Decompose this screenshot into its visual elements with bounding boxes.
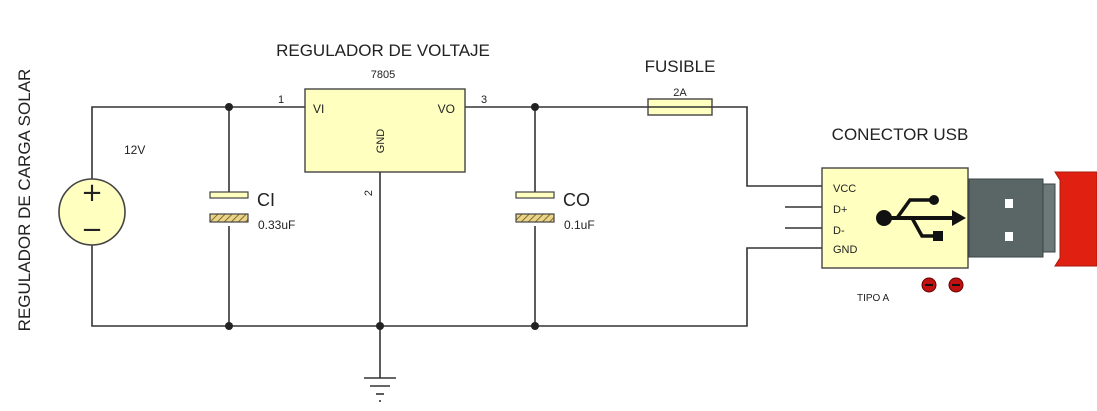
wires xyxy=(91,106,822,378)
fuse-title: FUSIBLE xyxy=(645,57,716,76)
usb-pin-vcc: VCC xyxy=(833,183,856,195)
usb-plug-body xyxy=(1054,171,1097,267)
source-voltage: 12V xyxy=(124,143,145,157)
usb-screw-icon xyxy=(921,277,964,293)
pin-number-2: 2 xyxy=(363,190,375,196)
dc-source: + − xyxy=(58,178,126,246)
side-title: REGULADOR DE CARGA SOLAR xyxy=(15,69,34,332)
regulator-pin-gnd: GND xyxy=(375,129,387,154)
regulator-title: REGULADOR DE VOLTAJE xyxy=(276,41,490,60)
regulator-pin-vo: VO xyxy=(438,102,455,116)
usb-plug-shell xyxy=(968,178,1056,258)
ground-icon xyxy=(364,377,396,402)
co-value: 0.1uF xyxy=(564,218,595,232)
usb-title: CONECTOR USB xyxy=(832,125,969,144)
source-minus: − xyxy=(81,215,103,245)
capacitor-co xyxy=(515,191,555,223)
capacitor-ci xyxy=(209,191,249,223)
usb-pin-dplus: D+ xyxy=(833,204,847,216)
junction-dots xyxy=(225,103,539,330)
usb-icon xyxy=(876,195,966,241)
pin-number-1: 1 xyxy=(278,94,284,106)
pin-number-3: 3 xyxy=(481,94,487,106)
source-plus: + xyxy=(81,178,103,208)
co-name: CO xyxy=(563,190,590,210)
usb-pin-dminus: D- xyxy=(833,225,845,237)
fuse-rating: 2A xyxy=(673,87,687,99)
ci-name: CI xyxy=(257,190,275,210)
regulator-part: 7805 xyxy=(371,69,395,81)
regulator-body xyxy=(304,88,466,173)
ci-value: 0.33uF xyxy=(258,218,295,232)
usb-pin-gnd: GND xyxy=(833,244,858,256)
regulator-pin-vi: VI xyxy=(313,102,324,116)
usb-type-label: TIPO A xyxy=(857,293,890,304)
